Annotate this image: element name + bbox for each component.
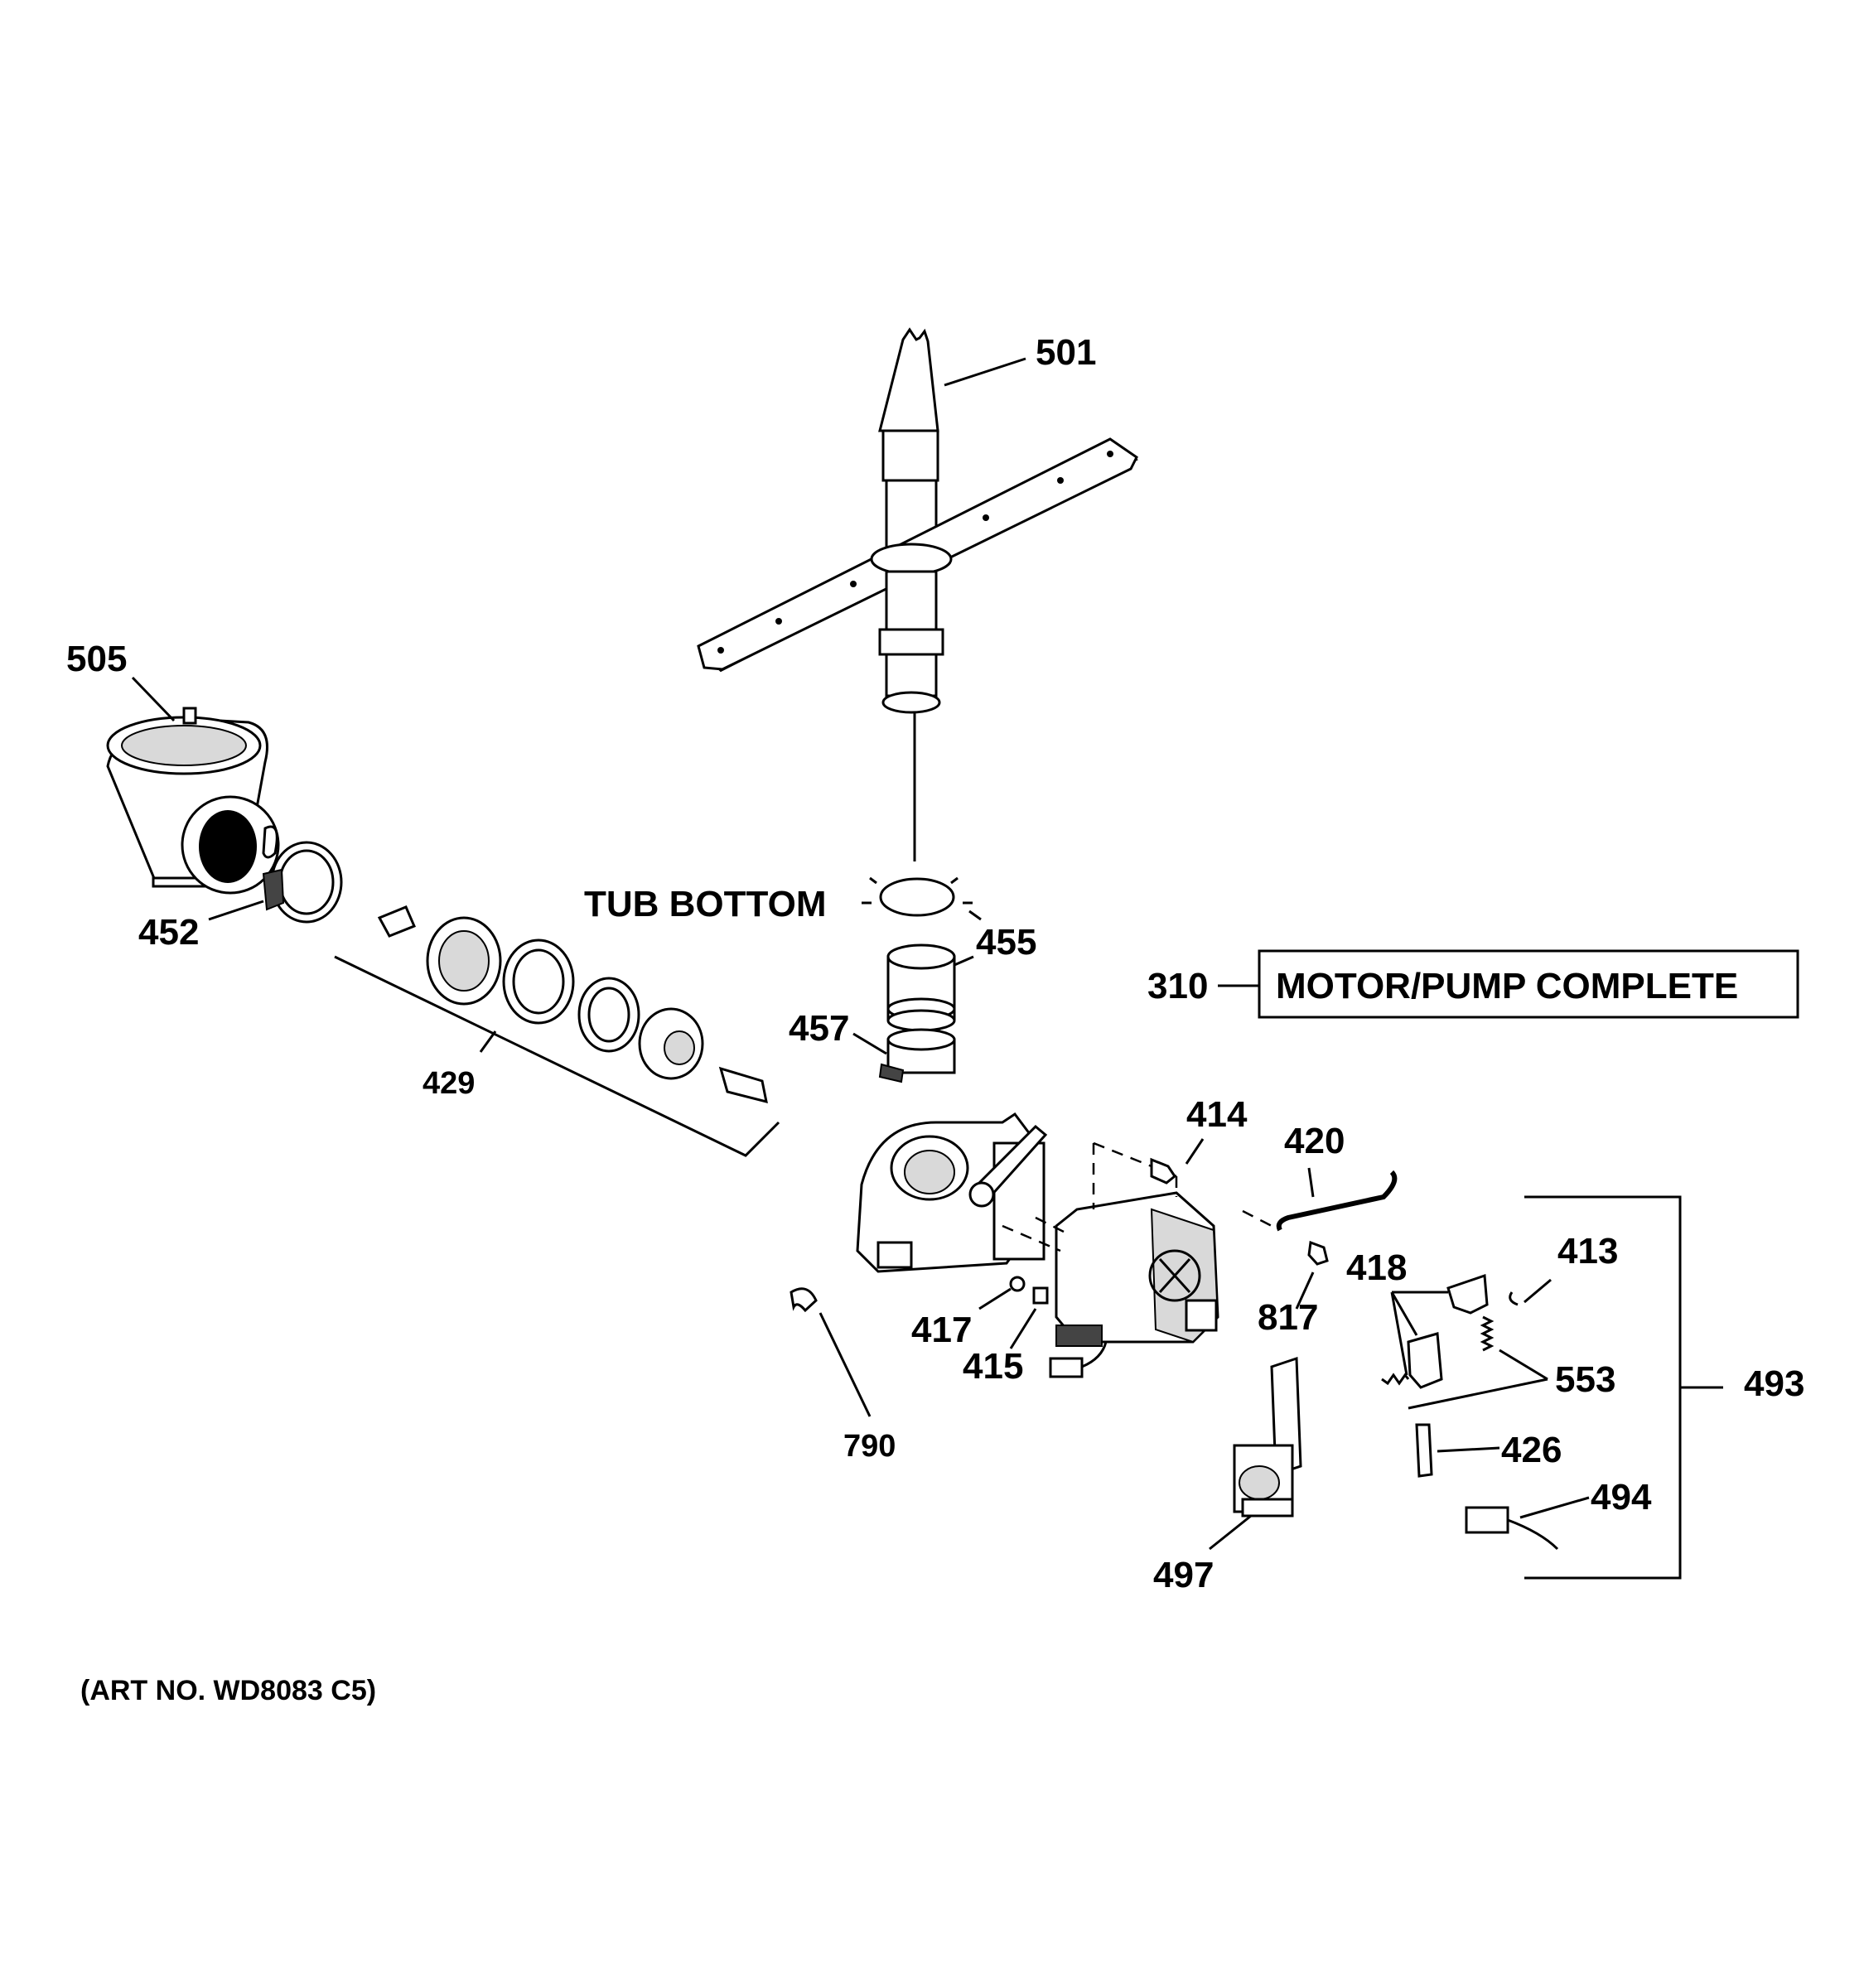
leader-426 xyxy=(1437,1446,1500,1453)
motor-pump-complete-box xyxy=(1258,949,1799,1019)
label-414: 414 xyxy=(1186,1094,1248,1135)
sump-housing-505 xyxy=(106,707,280,895)
leader-429 xyxy=(479,1030,497,1053)
leader-452 xyxy=(208,900,264,921)
label-415: 415 xyxy=(963,1346,1023,1387)
leader-553 xyxy=(1408,1349,1548,1410)
pump-housing xyxy=(856,1112,1048,1273)
probe-426 xyxy=(1415,1423,1433,1478)
leader-505 xyxy=(131,676,176,722)
label-310: 310 xyxy=(1147,966,1208,1006)
washer-417 xyxy=(1009,1276,1026,1292)
clamp-part-457 xyxy=(878,1028,956,1083)
clip-413 xyxy=(1509,1291,1519,1306)
link-rod-420 xyxy=(1276,1170,1398,1232)
label-420: 420 xyxy=(1284,1121,1345,1161)
label-553: 553 xyxy=(1555,1359,1615,1400)
lever-part xyxy=(1407,1332,1443,1389)
leader-415 xyxy=(1009,1308,1037,1349)
label-790: 790 xyxy=(843,1429,896,1464)
label-817: 817 xyxy=(1258,1297,1318,1338)
leader-817 xyxy=(1295,1271,1315,1310)
label-413: 413 xyxy=(1557,1231,1618,1271)
label-455: 455 xyxy=(976,922,1036,963)
cam-part-418 xyxy=(1446,1273,1489,1315)
alignment-dashed-lines xyxy=(1002,1141,1178,1252)
clamp-ring-452 xyxy=(262,841,343,924)
label-497: 497 xyxy=(1153,1555,1214,1595)
label-418: 418 xyxy=(1346,1247,1407,1288)
label-motor-pump-complete: MOTOR/PUMP COMPLETE xyxy=(1276,966,1738,1006)
screw-817 xyxy=(1307,1240,1329,1266)
label-429: 429 xyxy=(423,1066,475,1101)
spring-553-b xyxy=(1381,1373,1410,1386)
spring-553-a xyxy=(1480,1315,1495,1352)
solenoid-497 xyxy=(1233,1356,1302,1518)
label-452: 452 xyxy=(138,912,199,953)
part-group-429 xyxy=(377,905,768,1104)
label-417: 417 xyxy=(911,1310,972,1350)
art-number-caption: (ART NO. WD8083 C5) xyxy=(80,1675,376,1706)
label-426: 426 xyxy=(1501,1430,1562,1470)
leader-790 xyxy=(819,1312,872,1417)
bracket-429 xyxy=(334,955,780,1157)
leader-457 xyxy=(852,1032,887,1055)
connector-494 xyxy=(1465,1506,1559,1551)
label-494: 494 xyxy=(1591,1477,1652,1518)
tub-bottom-ring xyxy=(879,877,955,917)
label-493: 493 xyxy=(1744,1363,1804,1404)
leader-497 xyxy=(1209,1514,1252,1551)
leader-417 xyxy=(978,1287,1012,1310)
leader-413 xyxy=(1524,1278,1552,1304)
leader-494 xyxy=(1519,1496,1590,1519)
label-457: 457 xyxy=(789,1008,849,1049)
leader-418 xyxy=(1390,1291,1448,1376)
label-505: 505 xyxy=(66,639,127,679)
leader-501 xyxy=(944,357,1026,387)
clip-790 xyxy=(790,1287,818,1313)
leader-420 xyxy=(1307,1167,1315,1198)
leader-414 xyxy=(1185,1138,1205,1165)
spray-arm-assembly xyxy=(697,327,1138,714)
label-tub-bottom: TUB BOTTOM xyxy=(584,884,827,924)
screw-414 xyxy=(1150,1157,1177,1185)
nut-415 xyxy=(1032,1286,1049,1305)
seal-part-455 xyxy=(886,943,956,1032)
leader-455 xyxy=(954,955,974,967)
motor-body xyxy=(1049,1191,1219,1378)
label-501: 501 xyxy=(1036,332,1096,373)
